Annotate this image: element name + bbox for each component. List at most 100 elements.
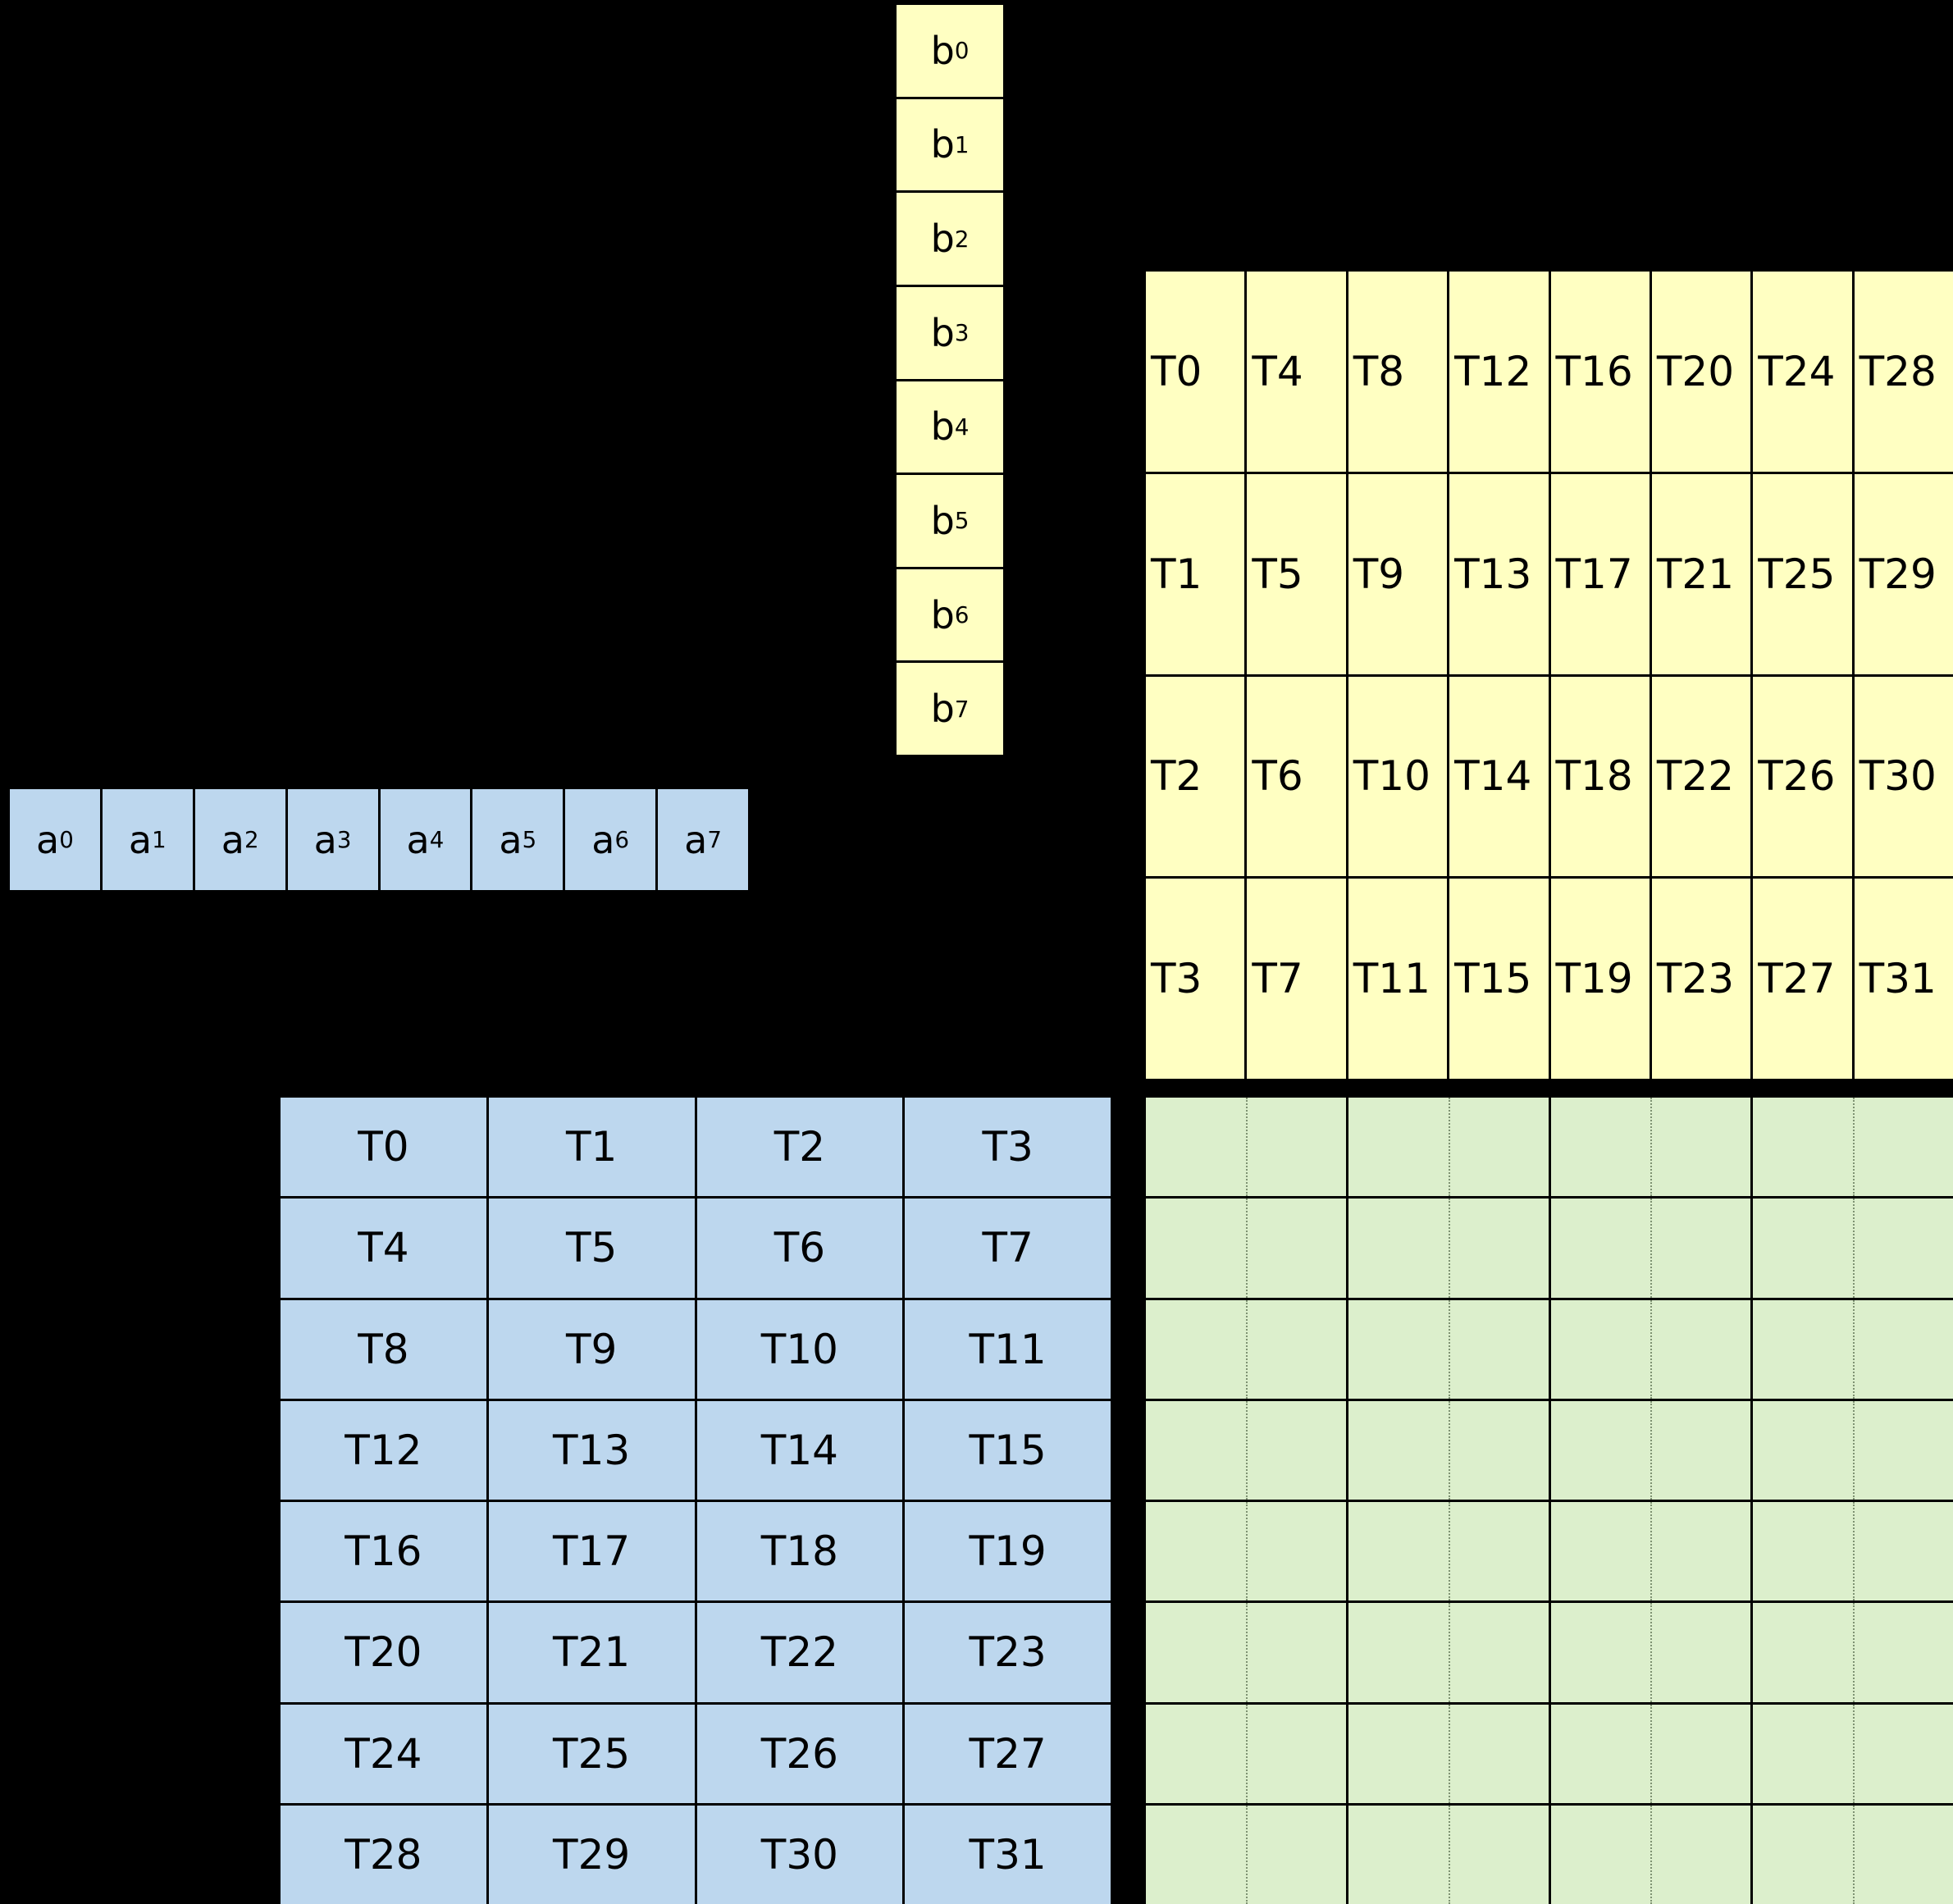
thread-cell: T12 xyxy=(281,1400,486,1500)
thread-cell: T17 xyxy=(1550,473,1650,674)
thread-cell: T22 xyxy=(696,1603,903,1702)
thread-cell: T17 xyxy=(488,1502,695,1601)
thread-cell: T9 xyxy=(488,1299,695,1399)
thread-cell: T1 xyxy=(488,1098,695,1197)
accumulator-cell xyxy=(1146,1502,1346,1601)
accumulator-cell xyxy=(1348,1199,1549,1298)
thread-cell: T13 xyxy=(1449,473,1549,674)
thread-cell: T7 xyxy=(905,1199,1111,1298)
accumulator-cell xyxy=(1348,1098,1549,1197)
thread-cell: T29 xyxy=(1854,473,1953,674)
accumulator-cell xyxy=(1753,1502,1953,1601)
thread-cell: T5 xyxy=(488,1199,695,1298)
accumulator-cell xyxy=(1550,1805,1751,1904)
accumulator-cell xyxy=(1348,1603,1549,1702)
thread-cell: T28 xyxy=(281,1805,486,1904)
thread-cell: T21 xyxy=(488,1603,695,1702)
accumulator-cell xyxy=(1550,1704,1751,1804)
accumulator-cell xyxy=(1348,1502,1549,1601)
thread-cell: T1 xyxy=(1146,473,1245,674)
accumulator-cell xyxy=(1550,1098,1751,1197)
thread-cell: T25 xyxy=(488,1704,695,1803)
thread-map-top-grid: T0 T4 T8 T12 T16 T20 T24 T28 T1 T5 T9 T1… xyxy=(1146,272,1953,1079)
thread-cell: T21 xyxy=(1651,473,1751,674)
accumulator-cell xyxy=(1348,1299,1549,1399)
accumulator-cell xyxy=(1146,1704,1346,1804)
accumulator-cell xyxy=(1753,1199,1953,1298)
thread-cell: T15 xyxy=(905,1400,1111,1500)
thread-cell: T0 xyxy=(281,1098,486,1197)
accumulator-cell xyxy=(1550,1299,1751,1399)
thread-cell: T15 xyxy=(1449,879,1549,1079)
thread-cell: T3 xyxy=(905,1098,1111,1197)
thread-cell: T6 xyxy=(1247,676,1346,877)
accumulator-cell xyxy=(1146,1805,1346,1904)
accumulator-cell xyxy=(1146,1400,1346,1500)
accumulator-cell xyxy=(1550,1400,1751,1500)
thread-cell: T2 xyxy=(1146,676,1245,877)
accumulator-cell xyxy=(1348,1704,1549,1804)
thread-cell: T8 xyxy=(281,1299,486,1399)
thread-cell: T10 xyxy=(696,1299,903,1399)
thread-cell: T11 xyxy=(1348,879,1448,1079)
thread-cell: T5 xyxy=(1247,473,1346,674)
accumulator-cell xyxy=(1348,1805,1549,1904)
accumulator-cell xyxy=(1348,1400,1549,1500)
accumulator-cell xyxy=(1753,1603,1953,1702)
thread-map-left-grid: T0 T1 T2 T3 T4 T5 T6 T7 T8 T9 T10 T11 T1… xyxy=(281,1098,1111,1904)
thread-cell: T7 xyxy=(1247,879,1346,1079)
thread-cell: T10 xyxy=(1348,676,1448,877)
thread-cell: T28 xyxy=(1854,272,1953,472)
accumulator-cell xyxy=(1753,1098,1953,1197)
thread-cell: T22 xyxy=(1651,676,1751,877)
thread-cell: T31 xyxy=(905,1805,1111,1904)
accumulator-cell xyxy=(1550,1502,1751,1601)
thread-cell: T19 xyxy=(1550,879,1650,1079)
thread-cell: T29 xyxy=(488,1805,695,1904)
thread-cell: T14 xyxy=(696,1400,903,1500)
accumulator-cell xyxy=(1550,1199,1751,1298)
thread-cell: T3 xyxy=(1146,879,1245,1079)
accumulator-grid xyxy=(1146,1098,1953,1904)
thread-cell: T26 xyxy=(1753,676,1852,877)
thread-cell: T11 xyxy=(905,1299,1111,1399)
thread-cell: T2 xyxy=(696,1098,903,1197)
thread-cell: T6 xyxy=(696,1199,903,1298)
thread-cell: T26 xyxy=(696,1704,903,1803)
accumulator-cell xyxy=(1550,1603,1751,1702)
thread-cell: T24 xyxy=(1753,272,1852,472)
thread-cell: T20 xyxy=(281,1603,486,1702)
thread-cell: T20 xyxy=(1651,272,1751,472)
thread-cell: T31 xyxy=(1854,879,1953,1079)
thread-cell: T16 xyxy=(281,1502,486,1601)
thread-cell: T23 xyxy=(1651,879,1751,1079)
thread-cell: T25 xyxy=(1753,473,1852,674)
thread-cell: T19 xyxy=(905,1502,1111,1601)
thread-cell: T24 xyxy=(281,1704,486,1803)
thread-cell: T8 xyxy=(1348,272,1448,472)
thread-cell: T27 xyxy=(1753,879,1852,1079)
thread-cell: T27 xyxy=(905,1704,1111,1803)
accumulator-cell xyxy=(1146,1603,1346,1702)
thread-cell: T0 xyxy=(1146,272,1245,472)
thread-cell: T23 xyxy=(905,1603,1111,1702)
thread-cell: T16 xyxy=(1550,272,1650,472)
thread-cell: T14 xyxy=(1449,676,1549,877)
thread-cell: T30 xyxy=(1854,676,1953,877)
thread-cell: T18 xyxy=(696,1502,903,1601)
